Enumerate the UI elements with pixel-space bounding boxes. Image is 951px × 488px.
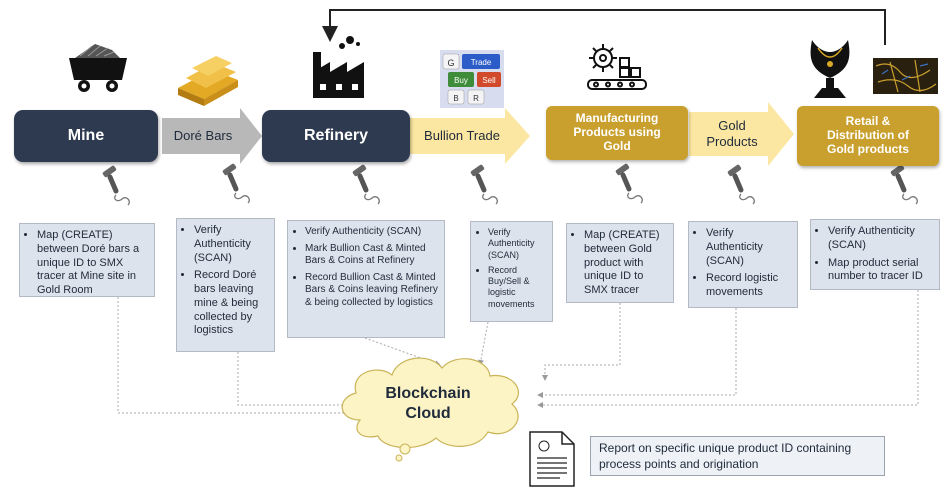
refinery-description-box: Verify Authenticity (SCAN) Mark Bullion C…: [287, 220, 445, 338]
feedback-loop-arrow: [322, 9, 886, 45]
key-g-label: G: [447, 58, 454, 68]
mine-step-1: Map (CREATE) between Doré bars a unique …: [37, 229, 148, 298]
blockchain-cloud-shape: [341, 357, 519, 462]
barcode-scanner-icon: [102, 163, 918, 206]
refinery-step-3: Record Bullion Cast & Minted Bars & Coin…: [305, 272, 438, 310]
stage-mine: Mine: [14, 110, 158, 162]
manufacturing-step-1: Map (CREATE) between Gold product with u…: [584, 229, 667, 298]
mine-cart-icon: [69, 44, 127, 92]
retail-step-2: Map product serial number to tracer ID: [828, 257, 933, 285]
dore-bars-label: Doré Bars: [173, 128, 233, 143]
trade-step-2: Record Buy/Sell & logistic movements: [488, 265, 546, 310]
gold-products-step-2: Record logistic movements: [706, 272, 791, 300]
dore-description-box: Verify Authenticity (SCAN)Record Doré ba…: [176, 218, 275, 352]
key-trade-label: Trade: [471, 58, 492, 67]
stage-manufacturing: Manufacturing Products using Gold: [546, 106, 688, 160]
refinery-step-1: Verify Authenticity (SCAN): [305, 226, 438, 239]
dore-step-2: Record Doré bars leaving mine & being co…: [194, 269, 268, 338]
factory-icon: [313, 36, 364, 98]
gear-conveyor-icon: [587, 44, 647, 90]
gold-map-icon: [873, 58, 938, 94]
manufacturing-description-box: Map (CREATE) between Gold product with u…: [566, 223, 674, 303]
key-r-label: R: [473, 94, 479, 103]
trading-keyboard-icon: G Trade Buy Sell B R: [440, 50, 504, 108]
retail-description-box: Verify Authenticity (SCAN) Map product se…: [810, 219, 940, 290]
gold-products-step-1: Verify Authenticity (SCAN): [706, 227, 791, 268]
stage-mine-label: Mine: [67, 127, 105, 144]
dore-step-1: Verify Authenticity (SCAN): [194, 224, 268, 265]
stage-refinery: Refinery: [262, 110, 410, 162]
report-box: Report on specific unique product ID con…: [590, 436, 885, 476]
mine-description-box: Map (CREATE) between Doré bars a unique …: [19, 223, 155, 297]
gold-products-arrow: [689, 102, 794, 166]
key-sell-label: Sell: [482, 76, 496, 85]
stage-retail: Retail & Distribution of Gold products: [797, 106, 939, 166]
stage-manufacturing-label: Manufacturing Products using Gold: [573, 111, 661, 153]
blockchain-cloud-label: Blockchain Cloud: [385, 385, 471, 422]
bullion-trade-label: Bullion Trade: [424, 128, 500, 143]
necklace-bust-icon: [810, 40, 850, 98]
report-document-icon: [529, 431, 575, 487]
key-buy-label: Buy: [454, 76, 468, 85]
dore-bars-arrow: [162, 108, 262, 164]
gold-products-description-box: Verify Authenticity (SCAN) Record logisti…: [688, 221, 798, 308]
refinery-step-2: Mark Bullion Cast & Minted Bars & Coins …: [305, 243, 438, 268]
cloud-connectors: [117, 290, 919, 416]
stage-retail-label: Retail & Distribution of Gold products: [827, 114, 909, 156]
retail-step-1: Verify Authenticity (SCAN): [828, 225, 933, 253]
trade-step-1: Verify Authenticity (SCAN): [488, 227, 546, 261]
stage-refinery-label: Refinery: [303, 127, 369, 144]
key-b-label: B: [453, 94, 458, 103]
bullion-trade-arrow: [410, 108, 530, 164]
gold-products-label: Gold Products: [706, 118, 758, 149]
trade-description-box: Verify Authenticity (SCAN) Record Buy/Sel…: [470, 221, 553, 322]
gold-bars-icon: [178, 56, 238, 106]
